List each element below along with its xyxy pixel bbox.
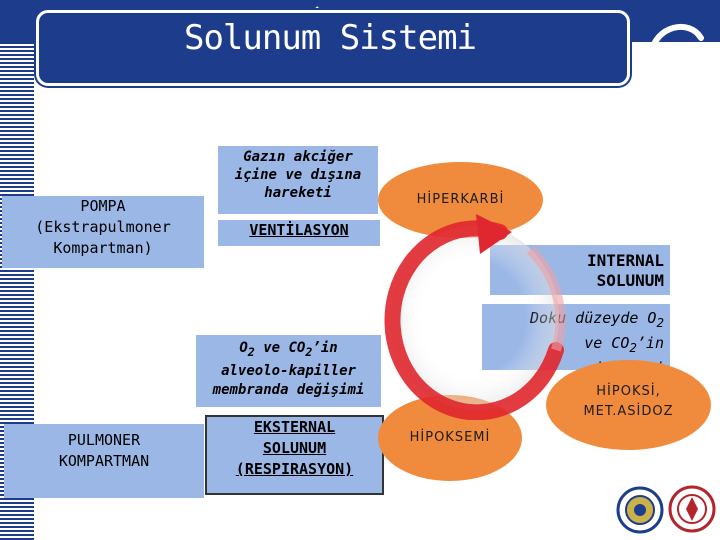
page-title: Solunum Sistemi [183, 18, 477, 58]
co2-text: ve CO [254, 340, 306, 356]
exchange-box: O2 ve CO2’in alveolo-kapiller membranda … [196, 335, 381, 407]
pulmoner-box: PULMONER KOMPARTMAN [4, 424, 204, 498]
ornament-seal-icon [668, 485, 716, 533]
o2-sub: 2 [247, 344, 255, 359]
university-seal-icon [616, 486, 664, 534]
pompa-box: POMPA (Ekstrapulmoner Kompartman) [2, 196, 204, 268]
gas-movement-box: Gazın akciğer içine ve dışına hareketi [218, 146, 378, 214]
external-respiration-box: EKSTERNAL SOLUNUM (RESPIRASYON) [205, 415, 384, 495]
exchange-text: ’in alveolo-kapiller membranda değişimi [212, 340, 365, 398]
doku-co2-text: ve CO [584, 334, 630, 352]
hipoksi-oval: HİPOKSİ, MET.ASİDOZ [546, 360, 711, 450]
co2-sub: 2 [305, 344, 313, 359]
doku-o2-sub: 2 [656, 315, 664, 330]
o2-text: O [239, 340, 248, 356]
swirl-logo-icon [648, 23, 704, 57]
cycle-arrow-icon [384, 214, 566, 420]
doku-co2-sub: 2 [629, 340, 637, 355]
ventilation-box: VENTİLASYON [218, 220, 380, 246]
title-panel [36, 10, 630, 86]
